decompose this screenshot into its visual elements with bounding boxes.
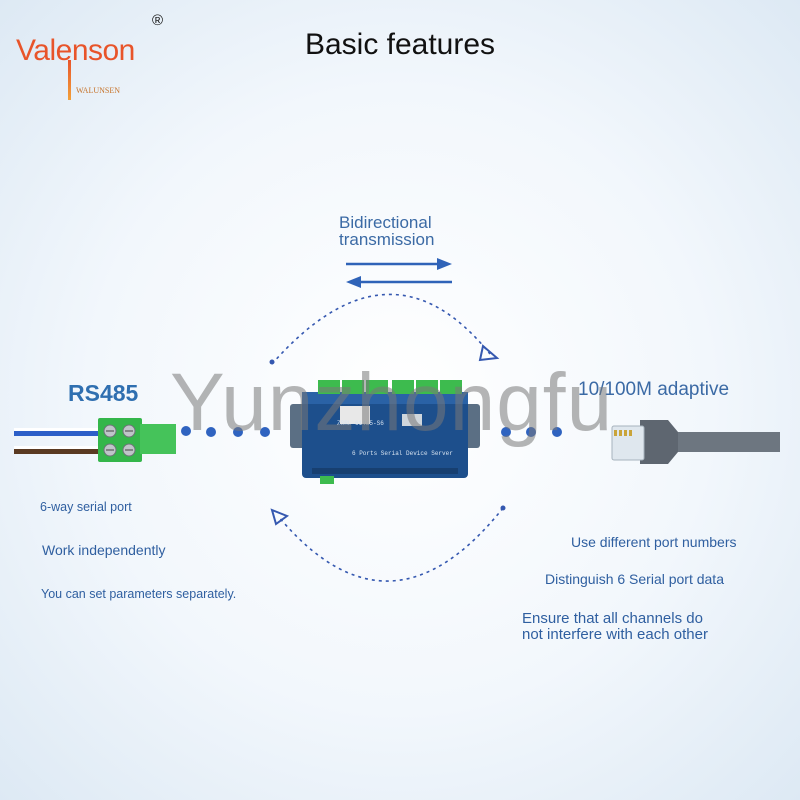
top-arc-arrow-icon [271,293,491,365]
page-title: Basic features [304,28,496,61]
rs485-cable-icon [14,428,110,454]
terminal-connector-icon [98,418,176,462]
bottom-arc-arrow-icon [277,507,504,582]
speed-label: 10/100M adaptive [578,379,730,400]
brand-logo-bar [68,60,71,100]
left-link-dots-icon [181,426,270,437]
registered-mark: ® [152,12,164,29]
right-note-distinguish: Distinguish 6 Serial port data [545,571,724,587]
left-note-parameters: You can set parameters separately. [41,587,237,601]
right-note-ports: Use different port numbers [571,534,737,550]
device-label: 6 Ports Serial Device Server [352,450,453,457]
left-note-independent: Work independently [42,542,166,558]
bidirectional-arrows-icon [346,258,452,288]
transmission-line-1: Bidirectional [339,213,432,232]
ethernet-cable-icon [611,420,780,464]
brand-logo: Valenson [16,34,135,67]
right-link-dots-icon [501,427,562,437]
transmission-label: Bidirectional transmission [339,214,434,248]
right-note-interference: Ensure that all channels do not interfer… [522,611,708,643]
transmission-line-2: transmission [339,230,435,249]
watermark: Yunzhongfu [170,357,614,448]
rs485-label: RS485 [68,380,139,406]
right-note-interference-line-1: Ensure that all channels do [522,610,703,627]
left-note-serial: 6-way serial port [40,500,132,514]
device-server-icon [290,380,480,484]
device-model: ZSRL-61485-S6 [337,420,384,427]
brand-subtitle: WALUNSEN [76,86,120,95]
right-note-interference-line-2: not interfere with each other [522,626,708,643]
